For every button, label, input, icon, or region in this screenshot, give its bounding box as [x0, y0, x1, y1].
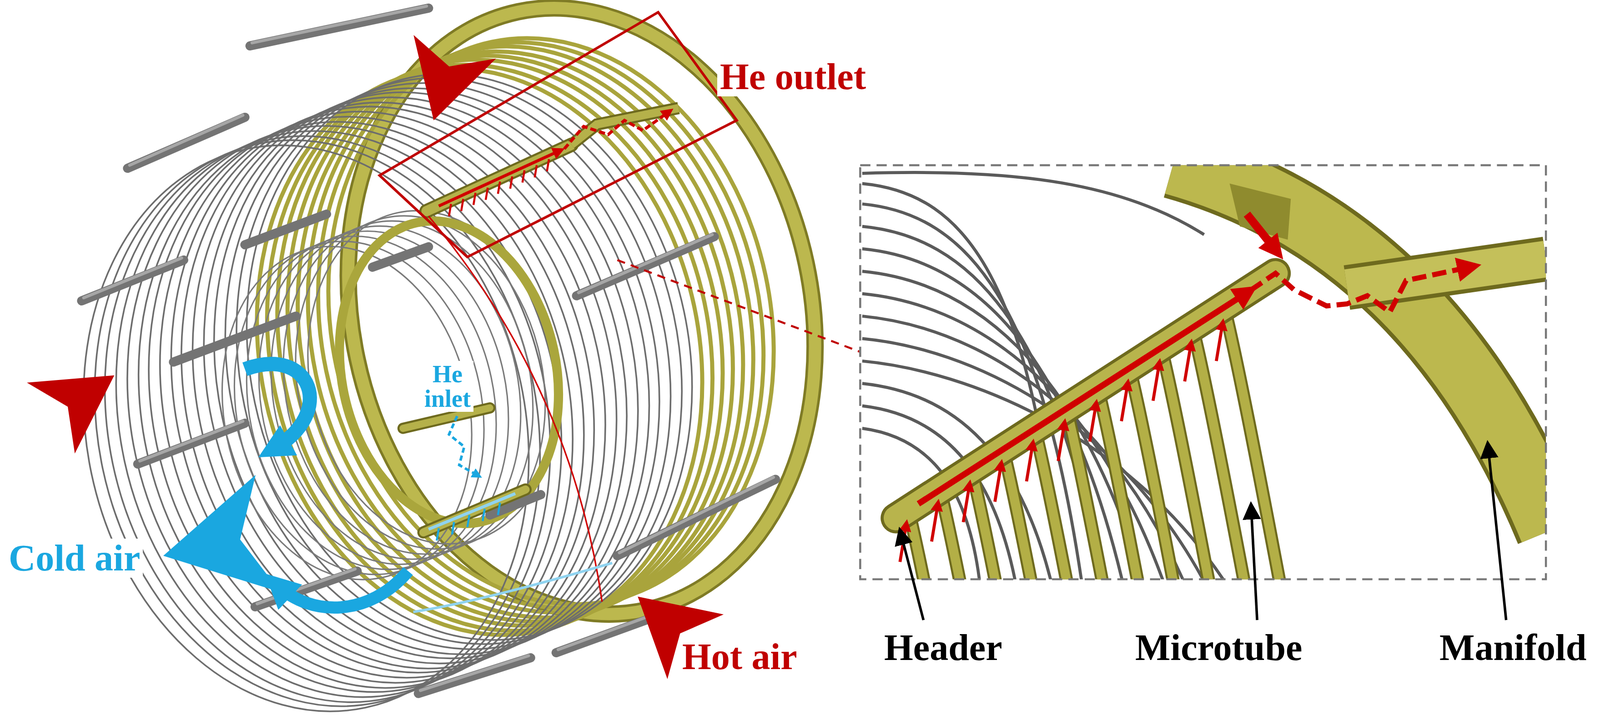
zoom-detail — [862, 165, 1546, 580]
outlet-header — [426, 108, 679, 603]
part-label: Manifold — [1436, 628, 1590, 668]
inlet-header — [402, 407, 613, 613]
cold-air-label: Cold air — [5, 538, 143, 579]
air-flow-arrows — [26, 35, 724, 680]
inlet-label: He inlet — [421, 361, 474, 413]
inner-manifold-ring — [312, 200, 586, 545]
manifold-inflow — [1247, 214, 1276, 251]
support-rods — [81, 5, 776, 694]
header-flow — [918, 292, 1247, 504]
microtube-flow — [900, 324, 1223, 563]
manifold-flow — [1249, 267, 1470, 313]
part-label: Header — [881, 628, 1006, 668]
inner-coils — [192, 187, 588, 604]
callout-leaders — [900, 443, 1507, 621]
outlet-highlight-box — [379, 12, 737, 257]
header-tube-edge — [895, 273, 1276, 519]
part-label: Microtube — [1132, 628, 1305, 668]
microtubes — [908, 308, 1286, 580]
hot-air-label: Hot air — [679, 637, 800, 677]
gray-coils — [32, 31, 744, 720]
zoom-leader — [617, 260, 861, 353]
outlet-label: He outlet — [717, 57, 869, 97]
zoom-panel-border — [860, 165, 1546, 580]
header-tube — [895, 273, 1276, 519]
olive-coils — [205, 0, 826, 678]
